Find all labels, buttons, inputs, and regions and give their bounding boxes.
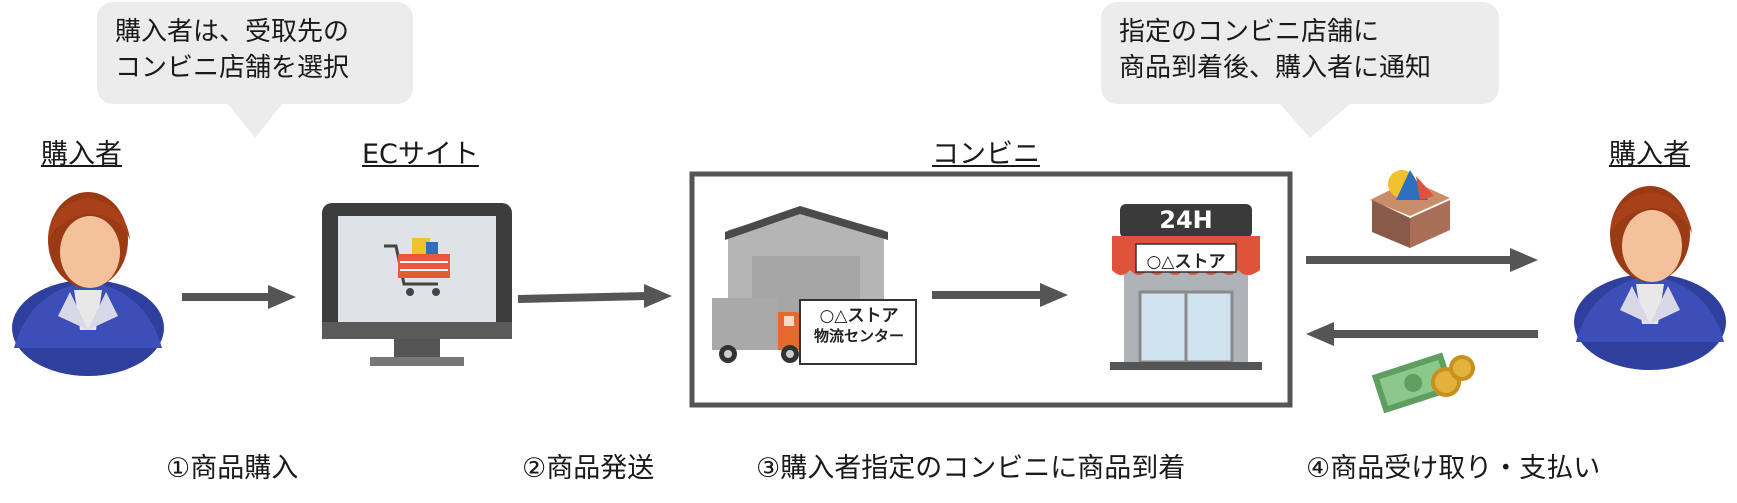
buyer-left-person-icon: [12, 192, 164, 376]
logistics-center-icon: [712, 206, 917, 365]
logistics-sign-line1: ○△ストア: [819, 306, 899, 326]
convenience-store-icon: [1110, 204, 1262, 370]
arrow-store-to-buyer: [1306, 248, 1538, 272]
arrow-warehouse-to-store: [932, 283, 1068, 307]
arrow-buyer-to-ec: [182, 285, 296, 309]
logistics-sign: [799, 299, 917, 365]
buyer-left-label: 購入者: [41, 139, 122, 170]
convenience-frame: [689, 171, 1293, 408]
shopping-cart-icon: [384, 238, 450, 296]
left-bubble-text: 購入者は、受取先の コンビニ店舗を選択: [115, 14, 349, 86]
store-name-sign: [1135, 243, 1237, 273]
right-speech-bubble: [1101, 2, 1499, 138]
left-bubble-line2: コンビニ店舗を選択: [115, 53, 350, 83]
arrow-buyer-to-store: [1306, 322, 1538, 346]
right-bubble-line2: 商品到着後、購入者に通知: [1119, 53, 1432, 83]
logistics-sign-line2: 物流センター: [813, 327, 904, 345]
buyer-right-person-icon: [1574, 186, 1726, 370]
store-name-text: ○△ストア: [1146, 252, 1226, 272]
left-speech-bubble: [97, 2, 413, 138]
ec-site-monitor-icon: [322, 203, 512, 366]
store-hours-text: 24H: [1159, 206, 1213, 234]
step-3-caption: ③購入者指定のコンビニに商品到着: [756, 453, 1186, 484]
right-bubble-line1: 指定のコンビニ店舗に: [1119, 17, 1380, 47]
step-1-caption: ①商品購入: [166, 453, 299, 484]
arrow-ec-to-convenience: [517, 284, 672, 308]
money-icon: [1371, 352, 1475, 414]
package-box-icon: [1370, 170, 1450, 248]
buyer-right-label: 購入者: [1609, 139, 1690, 170]
convenience-label: コンビニ: [932, 139, 1040, 170]
step-2-caption: ②商品発送: [522, 453, 655, 484]
logistics-sign-text: ○△ストア 物流センター: [804, 306, 914, 346]
step-4-caption: ④商品受け取り・支払い: [1306, 453, 1601, 484]
ec-site-label: ECサイト: [362, 139, 479, 170]
left-bubble-line1: 購入者は、受取先の: [115, 17, 350, 47]
right-bubble-text: 指定のコンビニ店舗に 商品到着後、購入者に通知: [1119, 14, 1431, 86]
